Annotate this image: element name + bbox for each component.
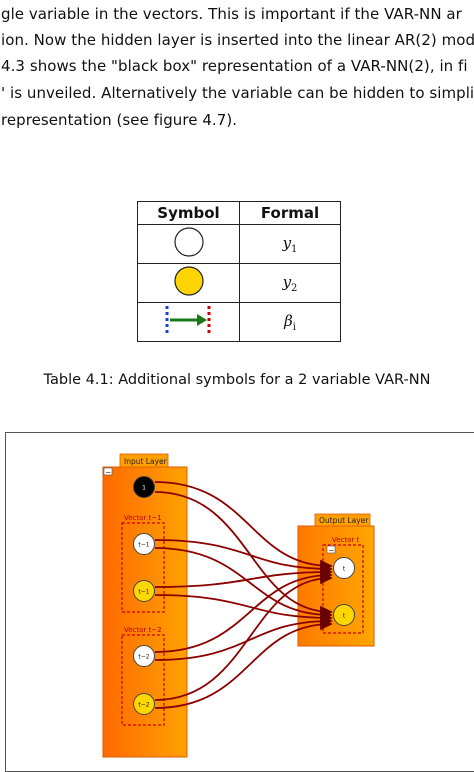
vector-t-1-box <box>121 522 165 613</box>
yellow-circle-icon <box>173 266 204 296</box>
output-node-white-t: t <box>333 557 355 579</box>
output-layer-collapse-button[interactable]: − <box>326 545 336 555</box>
edge <box>154 481 333 573</box>
vector-t-2-box <box>121 634 165 726</box>
input-node-white-t-1: t−1 <box>133 533 155 555</box>
white-circle-icon <box>173 227 204 257</box>
formal-base: y <box>282 273 292 291</box>
formal-cell: βi <box>239 302 341 342</box>
vector-t-title: Vector t <box>332 536 360 544</box>
vector-t-1-title: Vector t−1 <box>124 514 162 522</box>
formal-base: β <box>284 312 293 330</box>
table-row: y1 <box>137 224 341 264</box>
formal-symbol: y2 <box>282 273 298 294</box>
node-label: t−2 <box>138 702 149 709</box>
edge <box>154 594 333 625</box>
formal-subscript: 1 <box>291 244 298 255</box>
input-node-yellow-t-1: t−1 <box>133 580 155 602</box>
formal-column-header: Formal <box>239 201 341 225</box>
formal-symbol: βi <box>284 312 296 333</box>
input-layer-collapse-button[interactable]: − <box>103 467 113 477</box>
collapse-glyph: − <box>106 469 112 477</box>
symbols-table: Symbol Formal y1 y2 <box>137 201 341 342</box>
paragraph-line-5: representation (see figure 4.7). <box>1 111 238 129</box>
edge <box>154 539 333 576</box>
collapse-glyph: − <box>329 547 335 555</box>
edge <box>154 491 333 619</box>
paragraph-line-2: ion. Now the hidden layer is inserted in… <box>1 31 474 49</box>
output-node-yellow-t: t <box>333 604 355 626</box>
table-row: βi <box>137 302 341 342</box>
edge <box>154 568 333 653</box>
vector-t-box <box>322 544 364 634</box>
formal-cell: y1 <box>239 224 341 264</box>
body-paragraph: gle variable in the vectors. This is imp… <box>0 0 474 140</box>
output-layer-tab <box>314 513 371 527</box>
input-layer-title: Input Layer <box>124 457 168 466</box>
input-constant-node: 1 <box>133 476 155 498</box>
green-arrow-icon <box>165 306 210 334</box>
edge <box>154 571 333 701</box>
edge <box>154 565 333 588</box>
node-label: t−1 <box>138 542 149 549</box>
symbol-column-header: Symbol <box>137 201 240 225</box>
node-label: t <box>343 613 346 620</box>
symbol-cell <box>137 302 240 342</box>
node-label: t−2 <box>138 654 149 661</box>
formal-subscript: 2 <box>291 283 298 294</box>
formal-subscript: i <box>292 322 296 333</box>
input-layer-tab <box>119 453 169 468</box>
formal-symbol: y1 <box>282 234 298 255</box>
paragraph-line-3: 4.3 shows the "black box" representation… <box>1 57 468 75</box>
connection-edges <box>154 481 333 709</box>
table-caption: Table 4.1: Additional symbols for a 2 va… <box>43 372 431 388</box>
node-label: t−1 <box>138 589 149 596</box>
input-node-white-t-2: t−2 <box>133 645 155 667</box>
output-layer-title: Output Layer <box>319 516 369 525</box>
edge <box>154 617 333 709</box>
vector-t-2-title: Vector t−2 <box>124 626 162 634</box>
table-header-row: Symbol Formal <box>137 201 341 225</box>
paragraph-line-4: ' is unveiled. Alternatively the variabl… <box>1 84 474 102</box>
formal-base: y <box>282 234 292 252</box>
node-label: t <box>343 566 346 573</box>
symbol-cell <box>137 224 240 264</box>
input-layer-panel: Input Layer − 1 Vector t−1 t−1 t−1 Vecto… <box>102 453 188 758</box>
paragraph-line-1: gle variable in the vectors. This is imp… <box>1 5 462 23</box>
edge <box>154 547 333 622</box>
constant-node-label: 1 <box>142 485 146 492</box>
input-node-yellow-t-2: t−2 <box>133 693 155 715</box>
